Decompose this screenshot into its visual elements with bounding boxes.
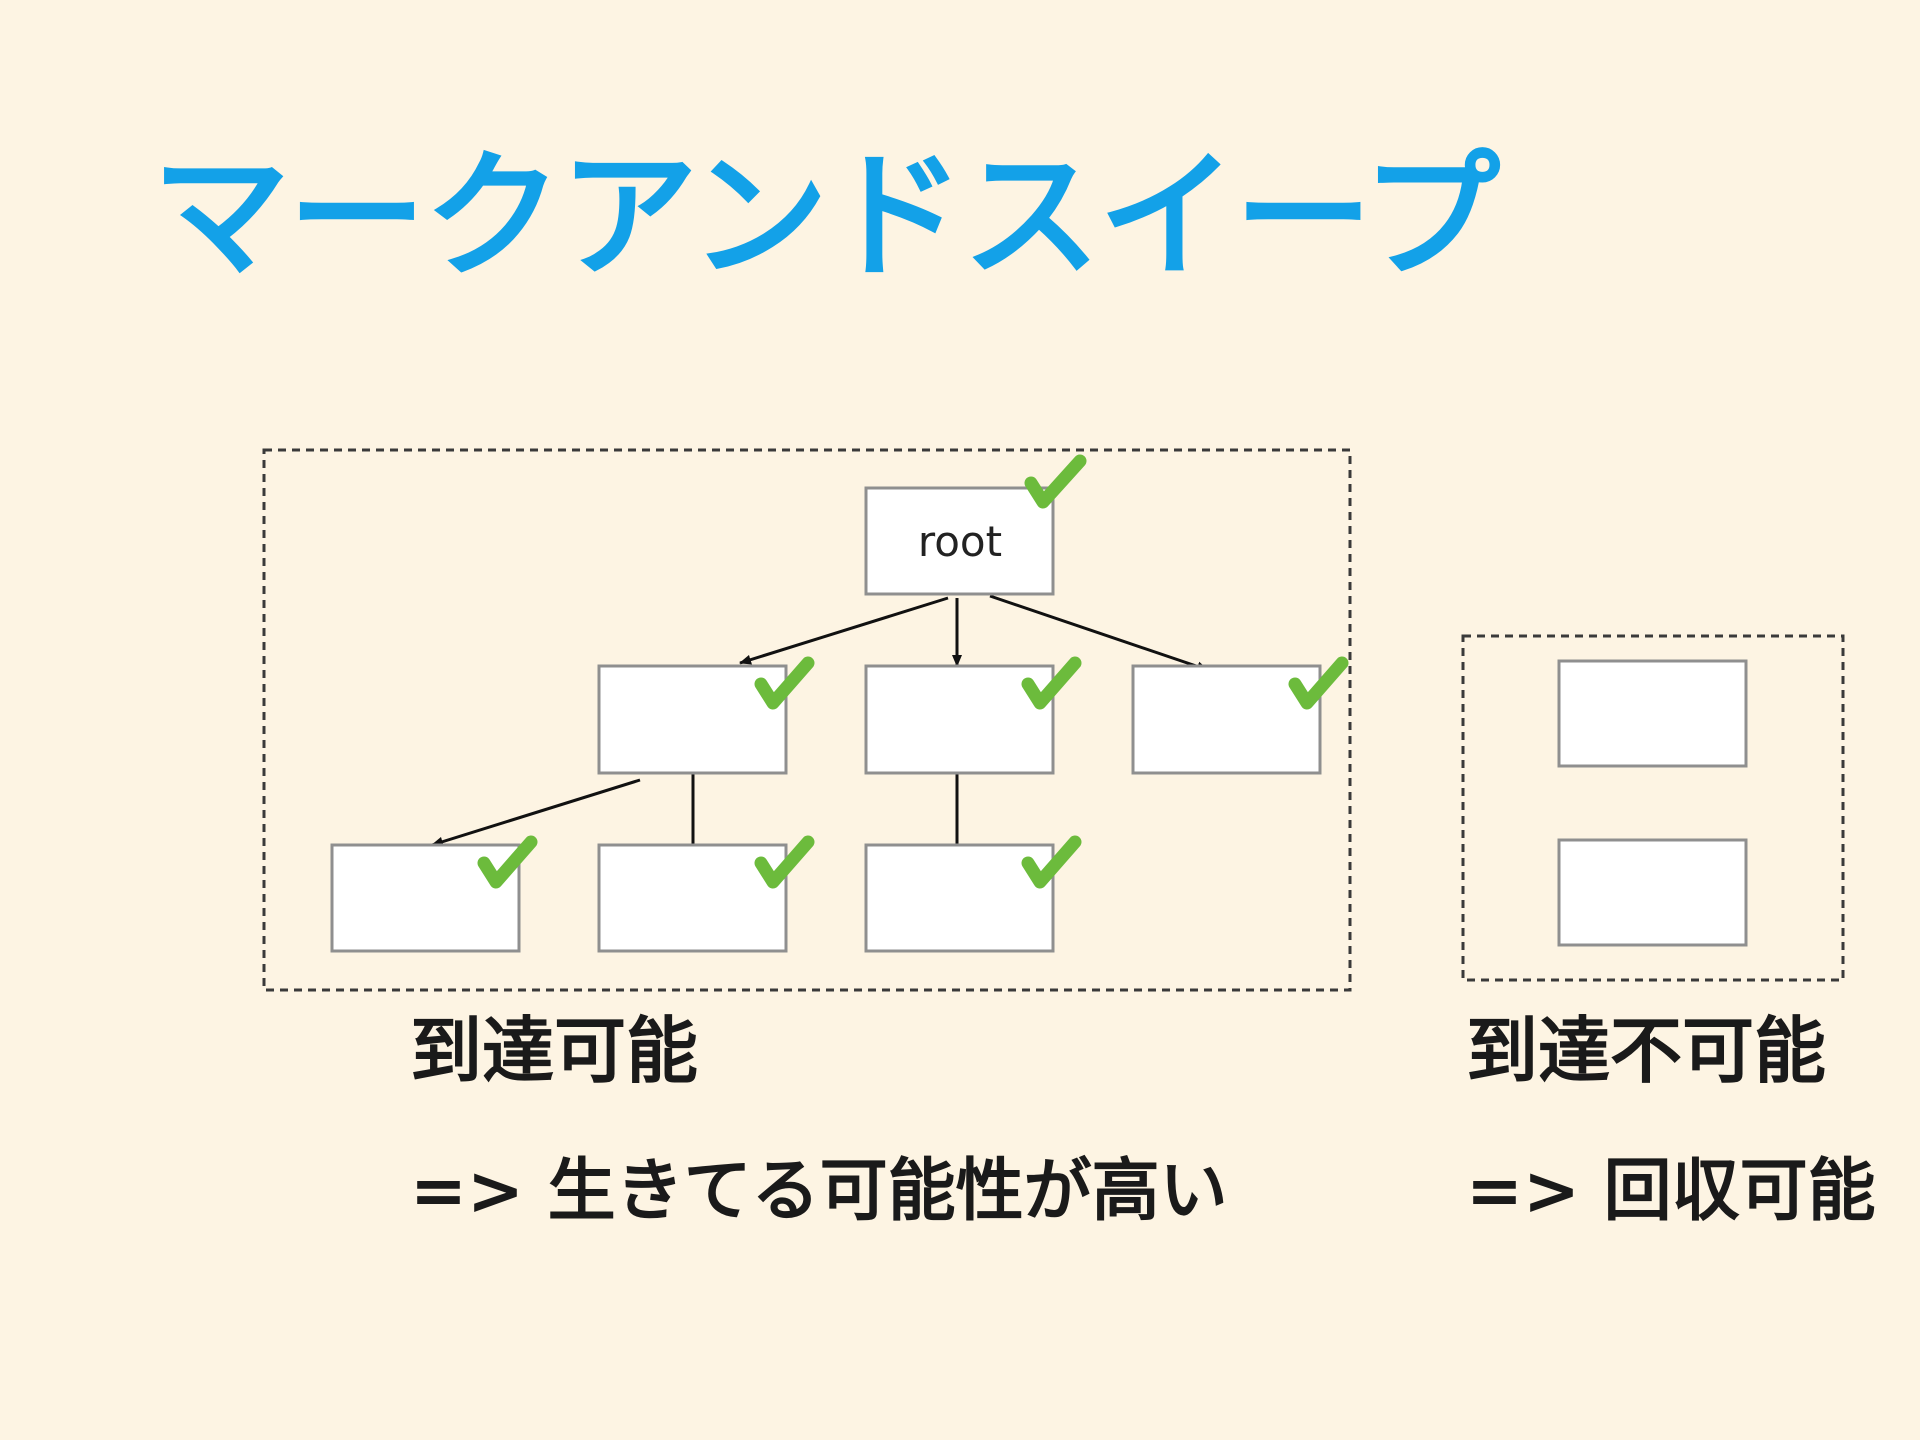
edge-root-to-child-right	[989, 594, 1209, 672]
edge-child-left-to-grandchild-1	[431, 778, 641, 847]
check-icon	[1024, 454, 1087, 509]
check-icon	[754, 656, 815, 710]
unreachable-note: => 回収可能	[1466, 1152, 1876, 1231]
root-node	[864, 486, 1055, 596]
grandchild-node-1	[330, 843, 521, 953]
check-icon	[477, 835, 538, 889]
child-node-left	[597, 664, 788, 775]
unreachable-nodes	[1557, 659, 1748, 947]
unreachable-node-2	[1557, 838, 1748, 947]
check-icon	[1021, 656, 1082, 710]
edges	[431, 594, 1209, 859]
reachable-caption: 到達可能	[410, 1009, 699, 1093]
edge-root-to-child-left	[739, 596, 949, 665]
check-icon	[1288, 656, 1349, 710]
reachable-group-border	[262, 448, 1352, 992]
unreachable-node-1	[1557, 659, 1748, 768]
slide-title: マークアンドスイープ	[152, 136, 1500, 297]
reachable-note: => 生きてる可能性が高い	[410, 1152, 1228, 1231]
reachable-nodes	[330, 486, 1322, 953]
unreachable-group-border	[1461, 634, 1845, 982]
check-icon	[1021, 835, 1082, 889]
check-icon	[754, 835, 815, 889]
mark-checks	[477, 454, 1349, 889]
root-node-label: root	[918, 517, 1002, 566]
unreachable-caption: 到達不可能	[1466, 1009, 1827, 1093]
